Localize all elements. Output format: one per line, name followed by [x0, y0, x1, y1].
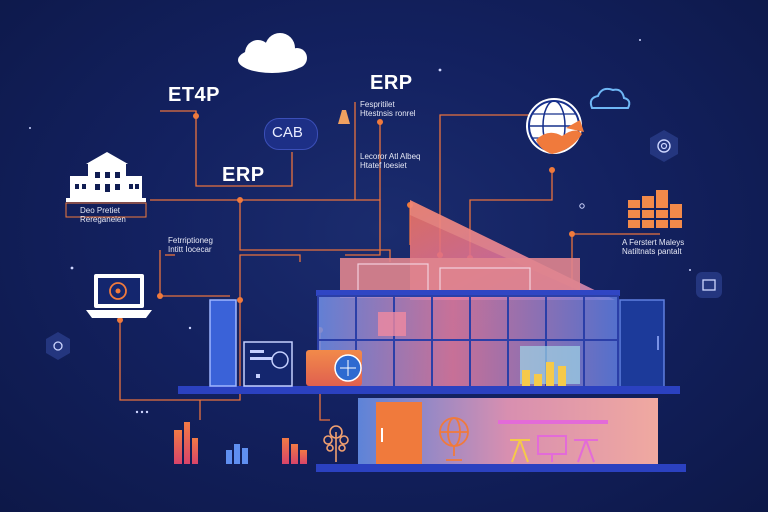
monitor-icon — [243, 341, 293, 387]
center-caption: Lecoror Atl Albeq Htatef loesiet — [360, 152, 421, 170]
building-caption: Deo Pretiet Rereganeien — [80, 206, 126, 224]
connection-lines — [119, 102, 660, 421]
globe-icon — [526, 98, 584, 154]
label-erp-mid: ERP — [222, 164, 265, 186]
factory-icon — [628, 190, 682, 228]
laptop-caption: Fetrriptioneg Intitt Iocecar — [168, 236, 213, 254]
right-caption: A Ferstert Maleys Natiltnats pantalt — [622, 238, 685, 256]
cloud-icon-small — [589, 87, 631, 109]
hexagon-icon — [650, 130, 678, 162]
settings-box-icon — [696, 272, 722, 298]
building-icon — [66, 152, 146, 202]
flask-icon — [338, 110, 350, 124]
skyline-icon — [174, 422, 307, 464]
label-et4p: ET4P — [168, 84, 221, 106]
door-panel — [209, 299, 237, 387]
cabinet-gauge-icon — [306, 350, 362, 386]
stars — [29, 39, 691, 414]
erp-caption: Fespritilet Htestnsis ronrel — [360, 100, 416, 118]
label-erp-top: ERP — [370, 72, 413, 94]
building-main — [178, 258, 686, 472]
hexagon-icon-left — [46, 332, 70, 360]
cab-badge — [264, 118, 318, 150]
label-cab: CAB — [272, 124, 303, 141]
laptop-icon — [86, 274, 152, 318]
cloud-icon — [238, 33, 307, 73]
globe-stand-icon — [439, 417, 469, 461]
tree-icon — [323, 425, 349, 462]
